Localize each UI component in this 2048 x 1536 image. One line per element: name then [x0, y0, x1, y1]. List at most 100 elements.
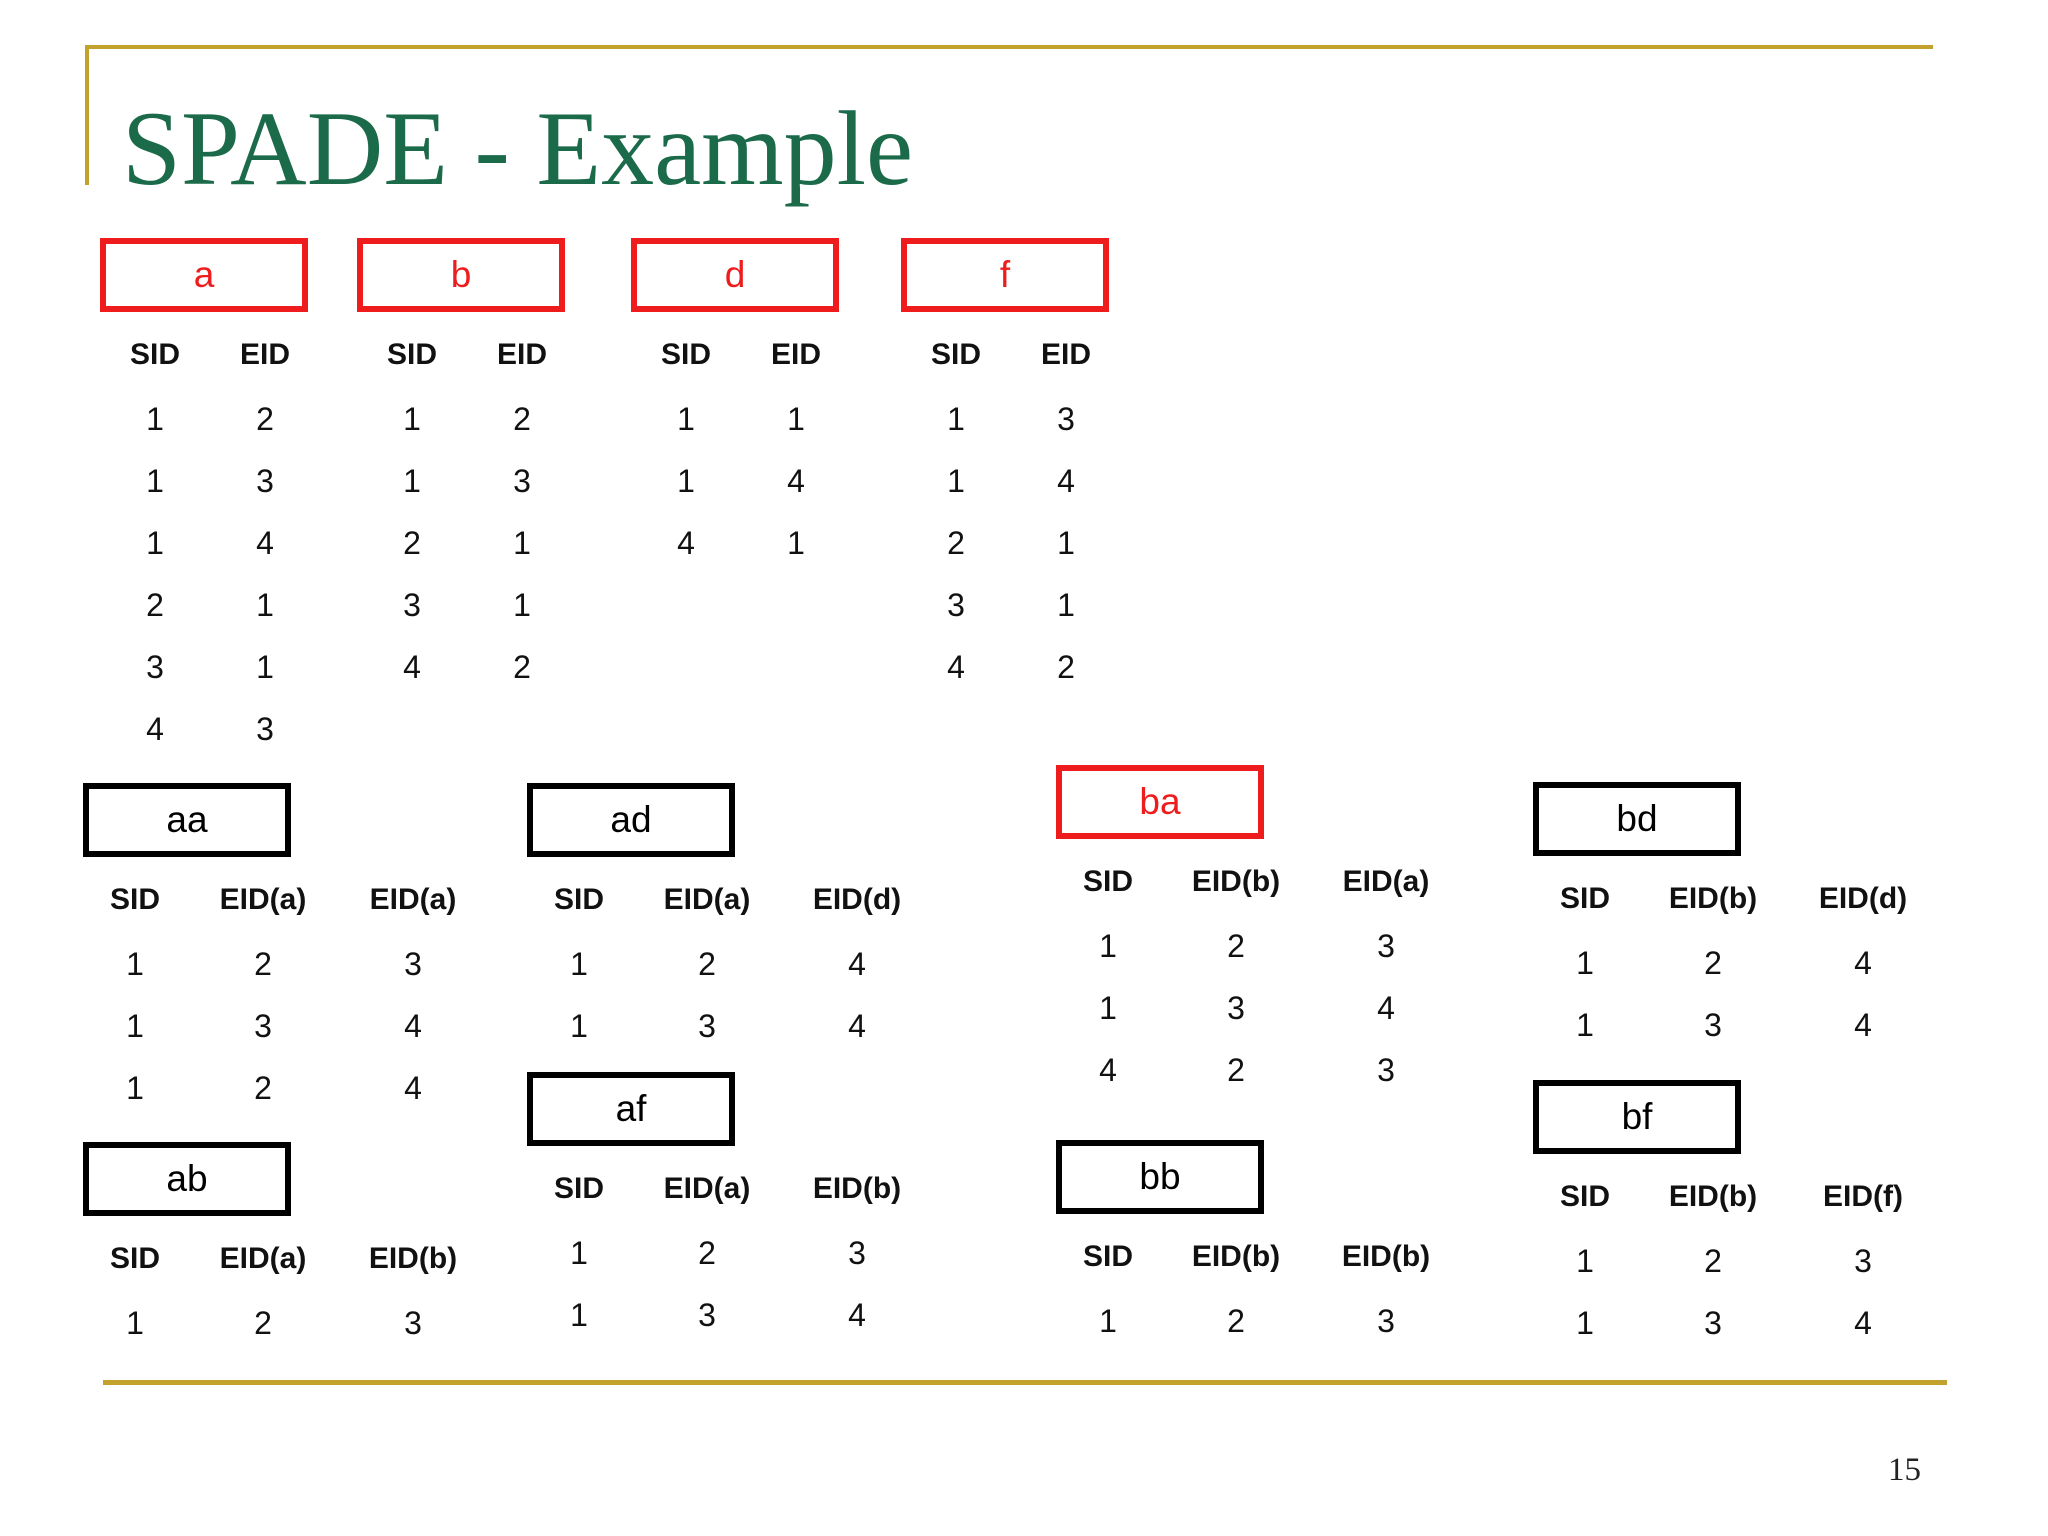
cell: 4 — [848, 1296, 866, 1333]
cell: 3 — [403, 586, 421, 623]
cell: 1 — [146, 462, 164, 499]
cell: 2 — [254, 1304, 272, 1341]
cell: 1 — [126, 1069, 144, 1106]
cell: 1 — [947, 462, 965, 499]
cell: 3 — [698, 1007, 716, 1044]
column-header: SID — [386, 338, 437, 371]
cell: 1 — [126, 1304, 144, 1341]
cell: 4 — [848, 1007, 866, 1044]
cell: 3 — [1704, 1006, 1722, 1043]
cell: 1 — [947, 400, 965, 437]
column-header: SID — [553, 1172, 604, 1205]
cell: 2 — [254, 945, 272, 982]
cell: 1 — [570, 1234, 588, 1271]
cell: 1 — [787, 400, 805, 437]
candidate-box-ad: ad — [527, 783, 735, 857]
column-header: EID — [239, 338, 290, 371]
candidate-box-d: d — [631, 238, 839, 312]
cell: 2 — [513, 400, 531, 437]
column-header: EID(a) — [219, 1242, 307, 1275]
candidate-label: a — [193, 254, 215, 295]
column-header: EID(d) — [812, 883, 902, 916]
cell: 3 — [1057, 400, 1075, 437]
cell: 4 — [256, 524, 274, 561]
candidate-label: d — [724, 254, 746, 295]
cell: 2 — [1704, 1242, 1722, 1279]
cell: 3 — [256, 710, 274, 747]
cell: 2 — [146, 586, 164, 623]
left-border-line — [85, 45, 89, 185]
cell: 1 — [677, 462, 695, 499]
cell: 4 — [947, 648, 965, 685]
cell: 1 — [1576, 1304, 1594, 1341]
column-header: EID(a) — [369, 883, 457, 916]
cell: 3 — [254, 1007, 272, 1044]
column-header: EID(b) — [812, 1172, 902, 1205]
cell: 2 — [1227, 927, 1245, 964]
cell: 1 — [677, 400, 695, 437]
cell: 2 — [1057, 648, 1075, 685]
candidate-label: b — [450, 254, 472, 295]
cell: 3 — [698, 1296, 716, 1333]
candidate-label: bb — [1139, 1156, 1181, 1197]
column-header: EID(b) — [1191, 865, 1281, 898]
cell: 3 — [947, 586, 965, 623]
cell: 4 — [1854, 1304, 1872, 1341]
cell: 4 — [1057, 462, 1075, 499]
cell: 3 — [256, 462, 274, 499]
cell: 1 — [1576, 944, 1594, 981]
candidate-label: f — [999, 254, 1011, 295]
column-header: SID — [930, 338, 981, 371]
cell: 1 — [1057, 524, 1075, 561]
cell: 3 — [1854, 1242, 1872, 1279]
cell: 2 — [947, 524, 965, 561]
column-header: EID(d) — [1818, 882, 1908, 915]
cell: 1 — [403, 462, 421, 499]
cell: 1 — [1057, 586, 1075, 623]
page-number: 15 — [1888, 1452, 1921, 1488]
cell: 2 — [403, 524, 421, 561]
cell: 1 — [256, 648, 274, 685]
cell: 4 — [1377, 989, 1395, 1026]
column-header: SID — [553, 883, 604, 916]
candidate-box-f: f — [901, 238, 1109, 312]
cell: 1 — [256, 586, 274, 623]
cell: 3 — [404, 945, 422, 982]
candidate-label: af — [615, 1088, 647, 1129]
